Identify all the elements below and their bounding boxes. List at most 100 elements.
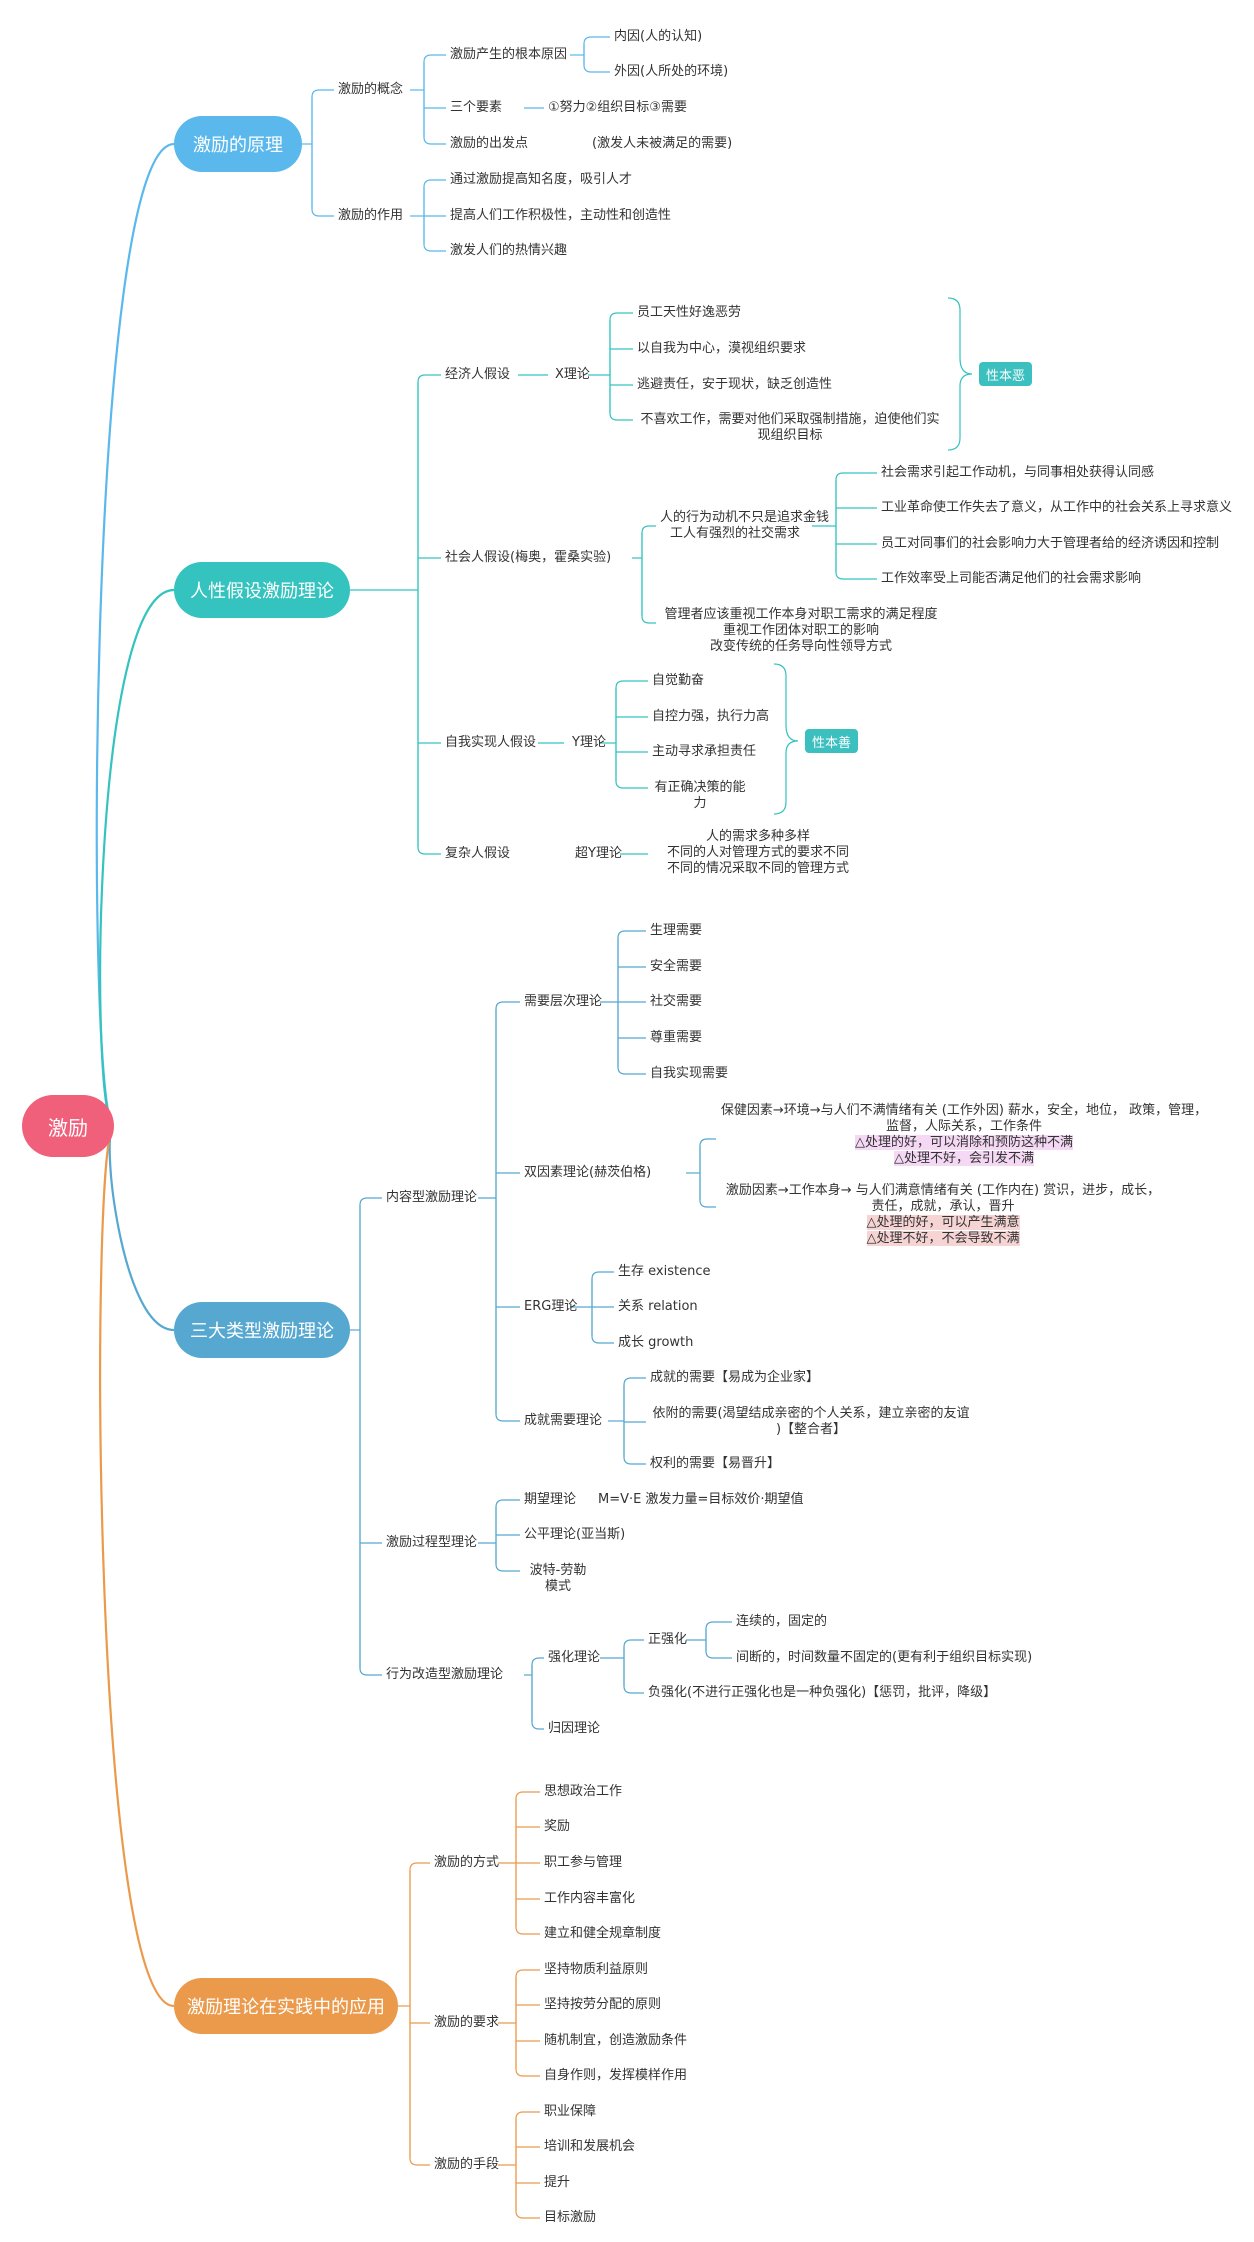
node-reinforcement-theory[interactable]: 强化理论 [548,1650,601,1665]
node-x-4[interactable]: 不喜欢工作，需要对他们采取强制措施，迫使他们实 现组织目标 [637,412,943,444]
node-economic-man[interactable]: 经济人假设 [445,367,511,382]
node-means-2[interactable]: 培训和发展机会 [544,2139,636,2154]
node-social-man[interactable]: 社会人假设(梅奥，霍桑实验) [445,550,612,565]
node-way-4[interactable]: 工作内容丰富化 [544,1891,636,1906]
node-motivation-ways[interactable]: 激励的方式 [434,1855,500,1870]
node-y-theory[interactable]: Y理论 [572,735,606,750]
tag-evil-nature[interactable]: 性本恶 [979,362,1032,386]
node-y-2[interactable]: 自控力强，执行力高 [652,709,770,724]
branch-motivation-principle[interactable]: 激励的原理 [174,116,302,172]
node-social-motive-line-2: 工人有强烈的社交需求 [669,526,800,541]
node-y-4-line-1: 有正确决策的能 [654,780,746,795]
node-complex-desc-line-3: 不同的情况采取不同的管理方式 [666,861,849,876]
node-motivation-requirements[interactable]: 激励的要求 [434,2015,500,2030]
node-role-3[interactable]: 激发人们的热情兴趣 [450,243,568,258]
node-expectancy-theory[interactable]: 期望理论 [524,1492,577,1507]
node-x-theory[interactable]: X理论 [555,367,590,382]
node-behavior-theory[interactable]: 行为改造型激励理论 [386,1667,504,1682]
node-positive-reinforcement[interactable]: 正强化 [648,1632,688,1647]
node-role[interactable]: 激励的作用 [338,208,404,223]
node-attribution-theory[interactable]: 归因理论 [548,1721,601,1736]
node-starting-point[interactable]: 激励的出发点 [450,136,529,151]
node-way-3[interactable]: 职工参与管理 [544,1855,623,1870]
node-porter-lawler[interactable]: 波特-劳勒 模式 [520,1563,596,1595]
node-three-elements-items[interactable]: ①努力②组织目标③需要 [548,100,687,115]
node-social-manager[interactable]: 管理者应该重视工作本身对职工需求的满足程度 重视工作团体对职工的影响 改变传统的… [662,607,940,655]
node-y-4[interactable]: 有正确决策的能 力 [652,780,748,812]
node-req-1[interactable]: 坚持物质利益原则 [544,1962,649,1977]
node-complex-man[interactable]: 复杂人假设 [445,846,511,861]
node-outer-cause[interactable]: 外因(人所处的环境) [614,64,729,79]
node-means-3[interactable]: 提升 [544,2175,571,2190]
node-self-actualizing-man[interactable]: 自我实现人假设 [445,735,537,750]
node-need-power[interactable]: 权利的需要【易晋升】 [650,1456,781,1471]
branch-practice-application[interactable]: 激励理论在实践中的应用 [174,1978,398,2034]
node-x-1[interactable]: 员工天性好逸恶劳 [637,305,742,320]
node-root-cause[interactable]: 激励产生的根本原因 [450,47,568,62]
node-need-affiliation-line-2: )【整合者】 [775,1422,847,1437]
node-motivator-line-2: 责任，成就，承认，晋升 [871,1199,1015,1214]
node-way-5[interactable]: 建立和健全规章制度 [544,1926,662,1941]
node-negative-reinforcement[interactable]: 负强化(不进行正强化也是一种负强化)【惩罚，批评，降级】 [648,1685,997,1700]
node-hygiene-line-2: 监督，人际关系，工作条件 [885,1119,1042,1134]
node-social-motive-line-1: 人的行为动机不只是追求金钱 [660,510,830,525]
node-x-3[interactable]: 逃避责任，安于现状，缺乏创造性 [637,377,833,392]
node-positive-intermittent[interactable]: 间断的，时间数量不固定的(更有利于组织目标实现) [736,1650,1033,1665]
node-means-1[interactable]: 职业保障 [544,2104,597,2119]
node-hygiene-factors[interactable]: 保健因素→环境→与人们不满情绪有关 (工作外因) 薪水，安全，地位， 政策，管理… [709,1103,1219,1167]
node-motivator-factors[interactable]: 激励因素→工作本身→ 与人们满意情绪有关 (工作内在) 赏识，进步，成长， 责任… [705,1183,1181,1247]
node-way-2[interactable]: 奖励 [544,1819,571,1834]
node-social-2[interactable]: 工业革命使工作失去了意义，从工作中的社会关系上寻求意义 [881,500,1233,515]
node-y-1[interactable]: 自觉勤奋 [652,673,705,688]
node-req-4[interactable]: 自身作则，发挥模样作用 [544,2068,688,2083]
node-complex-desc[interactable]: 人的需求多种多样 不同的人对管理方式的要求不同 不同的情况采取不同的管理方式 [660,829,856,877]
node-achievement-theory[interactable]: 成就需要理论 [524,1413,603,1428]
tag-good-nature[interactable]: 性本善 [805,729,858,753]
branch-human-nature-theory[interactable]: 人性假设激励理论 [174,562,350,618]
node-need-affiliation-line-1: 依附的需要(渴望结成亲密的个人关系，建立亲密的友谊 [652,1406,970,1421]
node-two-factor-theory[interactable]: 双因素理论(赫茨伯格) [524,1165,652,1180]
node-expectancy-formula[interactable]: M=V·E 激发力量=目标效价·期望值 [598,1492,804,1507]
node-social-manager-line-1: 管理者应该重视工作本身对职工需求的满足程度 [664,607,938,622]
node-need-self-actualization[interactable]: 自我实现需要 [650,1066,729,1081]
node-req-3[interactable]: 随机制宜，创造激励条件 [544,2033,688,2048]
node-inner-cause[interactable]: 内因(人的认知) [614,29,703,44]
node-three-elements[interactable]: 三个要素 [450,100,503,115]
node-need-achievement[interactable]: 成就的需要【易成为企业家】 [650,1370,820,1385]
node-super-y-theory[interactable]: 超Y理论 [575,846,622,861]
branch-three-types-theory[interactable]: 三大类型激励理论 [174,1302,350,1358]
node-social-3[interactable]: 员工对同事们的社会影响力大于管理者给的经济诱因和控制 [881,536,1220,551]
node-social-4[interactable]: 工作效率受上司能否满足他们的社会需求影响 [881,571,1142,586]
node-social-motive[interactable]: 人的行为动机不只是追求金钱 工人有强烈的社交需求 [660,510,830,542]
node-role-1[interactable]: 通过激励提高知名度，吸引人才 [450,172,633,187]
root-node[interactable]: 激励 [22,1095,114,1157]
node-role-2[interactable]: 提高人们工作积极性，主动性和创造性 [450,208,672,223]
node-need-affiliation[interactable]: 依附的需要(渴望结成亲密的个人关系，建立亲密的友谊 )【整合者】 [648,1406,974,1438]
node-need-physiological[interactable]: 生理需要 [650,923,703,938]
node-x-2[interactable]: 以自我为中心，漠视组织要求 [637,341,807,356]
node-content-theory[interactable]: 内容型激励理论 [386,1190,478,1205]
node-way-1[interactable]: 思想政治工作 [544,1784,623,1799]
node-erg-theory[interactable]: ERG理论 [524,1299,578,1314]
node-social-1[interactable]: 社会需求引起工作动机，与同事相处获得认同感 [881,465,1155,480]
node-erg-relation[interactable]: 关系 relation [618,1299,698,1314]
node-req-2[interactable]: 坚持按劳分配的原则 [544,1997,662,2012]
node-need-esteem[interactable]: 尊重需要 [650,1030,703,1045]
node-hygiene-line-3: △处理的好，可以消除和预防这种不满 [855,1135,1073,1150]
node-need-social[interactable]: 社交需要 [650,994,703,1009]
node-equity-theory[interactable]: 公平理论(亚当斯) [524,1527,626,1542]
node-y-3[interactable]: 主动寻求承担责任 [652,744,757,759]
node-positive-continuous[interactable]: 连续的，固定的 [736,1614,828,1629]
node-erg-growth[interactable]: 成长 growth [618,1335,694,1350]
node-motivation-means[interactable]: 激励的手段 [434,2157,500,2172]
node-means-4[interactable]: 目标激励 [544,2210,597,2225]
node-starting-point-value[interactable]: (激发人未被满足的需要) [592,136,733,151]
node-need-safety[interactable]: 安全需要 [650,959,703,974]
node-hierarchy-theory[interactable]: 需要层次理论 [524,994,603,1009]
node-social-manager-line-2: 重视工作团体对职工的影响 [722,623,879,638]
node-erg-existence[interactable]: 生存 existence [618,1264,711,1279]
node-porter-lawler-line-2: 模式 [544,1579,571,1594]
node-process-theory[interactable]: 激励过程型理论 [386,1535,478,1550]
node-motivator-line-3: △处理的好，可以产生满意 [866,1215,1020,1230]
node-concept[interactable]: 激励的概念 [338,82,404,97]
